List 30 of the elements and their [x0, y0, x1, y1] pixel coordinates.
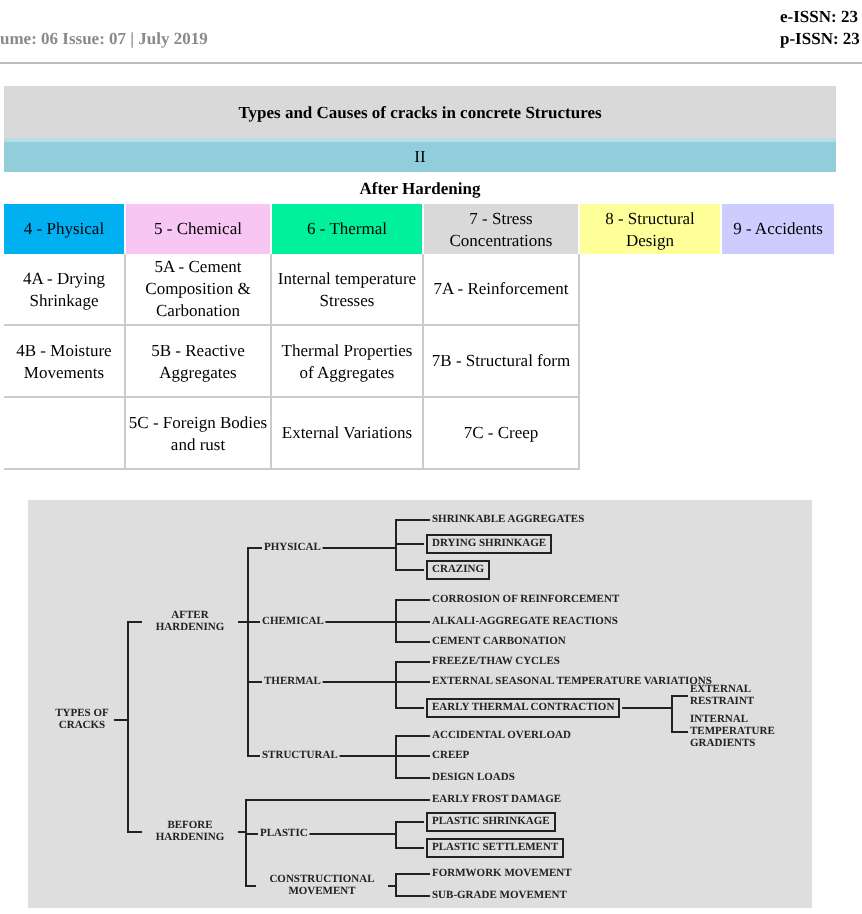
header-text: e-ISSN: 23	[780, 4, 858, 30]
category-header: 9 - Accidents	[722, 204, 836, 254]
table-cell: 7B - Structural form	[424, 326, 580, 398]
category-header: 8 - Structural Design	[580, 204, 722, 254]
table-section-row: II	[4, 138, 836, 172]
connector-line	[324, 621, 431, 643]
header-text: ume: 06 Issue: 07 | July 2019	[0, 26, 208, 52]
connector-line	[338, 755, 431, 779]
table-cell: 5B - Reactive Aggregates	[126, 326, 272, 398]
connector-line	[308, 833, 425, 849]
table-cell: Thermal Properties of Aggregates	[272, 326, 424, 398]
category-header: 4 - Physical	[4, 204, 126, 254]
category-header: 6 - Thermal	[272, 204, 424, 254]
connector-line	[321, 547, 425, 571]
connector-line	[621, 707, 689, 733]
table-cell: 7A - Reinforcement	[424, 254, 580, 326]
category-header: 5 - Chemical	[126, 204, 272, 254]
connector-line	[237, 621, 261, 757]
connector-line	[387, 885, 431, 897]
header-text: p-ISSN: 23	[780, 26, 860, 52]
table-cell: 4B - Moisture Movements	[4, 326, 126, 398]
table-cell: 4A - Drying Shrinkage	[4, 254, 126, 326]
connector-line	[321, 681, 425, 709]
table-cell: 5A - Cement Composition & Carbonation	[126, 254, 272, 326]
table-cell: External Variations	[272, 398, 424, 470]
category-header: 7 - Stress Concentrations	[424, 204, 580, 254]
table-cell: 7C - Creep	[424, 398, 580, 470]
table-cell: Internal temperature Stresses	[272, 254, 424, 326]
table-title-row: Types and Causes of cracks in concrete Structures	[4, 86, 836, 138]
table-cell: 5C - Foreign Bodies and rust	[126, 398, 272, 470]
